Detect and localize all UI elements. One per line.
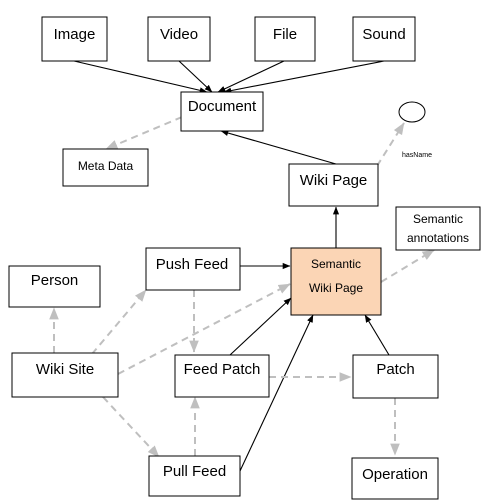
edge-patch-to-semanticwikipage: [364, 314, 390, 356]
node-file[interactable]: File: [254, 16, 316, 62]
node-semantic-wiki-page-label-2: Wiki Page: [309, 281, 363, 295]
node-push-feed-label: Push Feed: [156, 256, 229, 273]
node-sound-label: Sound: [362, 26, 405, 43]
edges: [49, 60, 435, 472]
edge-semanticwikipage-to-annotations: [380, 249, 435, 283]
node-document-label: Document: [188, 98, 257, 115]
edge-document-to-metadata: [105, 116, 183, 150]
node-operation-label: Operation: [362, 466, 428, 483]
node-image-label: Image: [54, 26, 96, 43]
node-video[interactable]: Video: [147, 16, 211, 62]
has-name-label: hasName: [402, 152, 432, 159]
node-semantic-annotations[interactable]: Semantic annotations: [395, 206, 481, 251]
node-operation[interactable]: Operation: [351, 457, 439, 500]
node-feed-patch-label: Feed Patch: [184, 361, 261, 378]
node-feed-patch[interactable]: Feed Patch: [174, 354, 270, 398]
node-has-name[interactable]: hasName: [398, 101, 432, 159]
edge-feedpatch-to-semanticwikipage: [229, 297, 292, 356]
node-semantic-annotations-label-1: Semantic: [413, 212, 463, 226]
node-patch[interactable]: Patch: [352, 354, 439, 399]
edge-sound-to-document: [223, 60, 385, 94]
node-push-feed[interactable]: Push Feed: [145, 247, 241, 291]
node-wiki-site-label: Wiki Site: [36, 361, 94, 378]
node-person-label: Person: [31, 272, 79, 289]
node-document[interactable]: Document: [180, 91, 264, 132]
node-patch-label: Patch: [376, 361, 414, 378]
edge-pullfeed-to-semanticwikipage: [239, 314, 314, 472]
node-semantic-annotations-label-2: annotations: [407, 231, 469, 245]
edge-wikisite-to-semanticwikipage: [117, 283, 291, 375]
node-semantic-wiki-page-label-1: Semantic: [311, 257, 361, 271]
node-person[interactable]: Person: [8, 265, 101, 308]
edge-wikipage-to-document: [220, 130, 337, 165]
node-pull-feed[interactable]: Pull Feed: [148, 455, 241, 497]
node-meta-data[interactable]: Meta Data: [62, 148, 149, 187]
node-file-label: File: [273, 26, 297, 43]
node-image[interactable]: Image: [41, 16, 108, 62]
node-semantic-wiki-page[interactable]: Semantic Wiki Page: [290, 247, 382, 316]
edge-wikisite-to-pullfeed: [102, 396, 160, 458]
edge-image-to-document: [73, 60, 208, 94]
edge-wikipage-to-hasname: [376, 122, 405, 167]
edge-file-to-document: [217, 60, 285, 93]
has-name-circle: [398, 101, 426, 123]
edge-video-to-document: [178, 60, 213, 93]
node-meta-data-label: Meta Data: [78, 159, 134, 173]
node-pull-feed-label: Pull Feed: [163, 463, 226, 480]
node-sound[interactable]: Sound: [352, 16, 416, 62]
node-wiki-page-label: Wiki Page: [300, 172, 368, 189]
node-wiki-site[interactable]: Wiki Site: [11, 352, 119, 398]
node-wiki-page[interactable]: Wiki Page: [288, 163, 379, 207]
node-video-label: Video: [160, 26, 198, 43]
edge-wikisite-to-pushfeed: [91, 289, 147, 355]
